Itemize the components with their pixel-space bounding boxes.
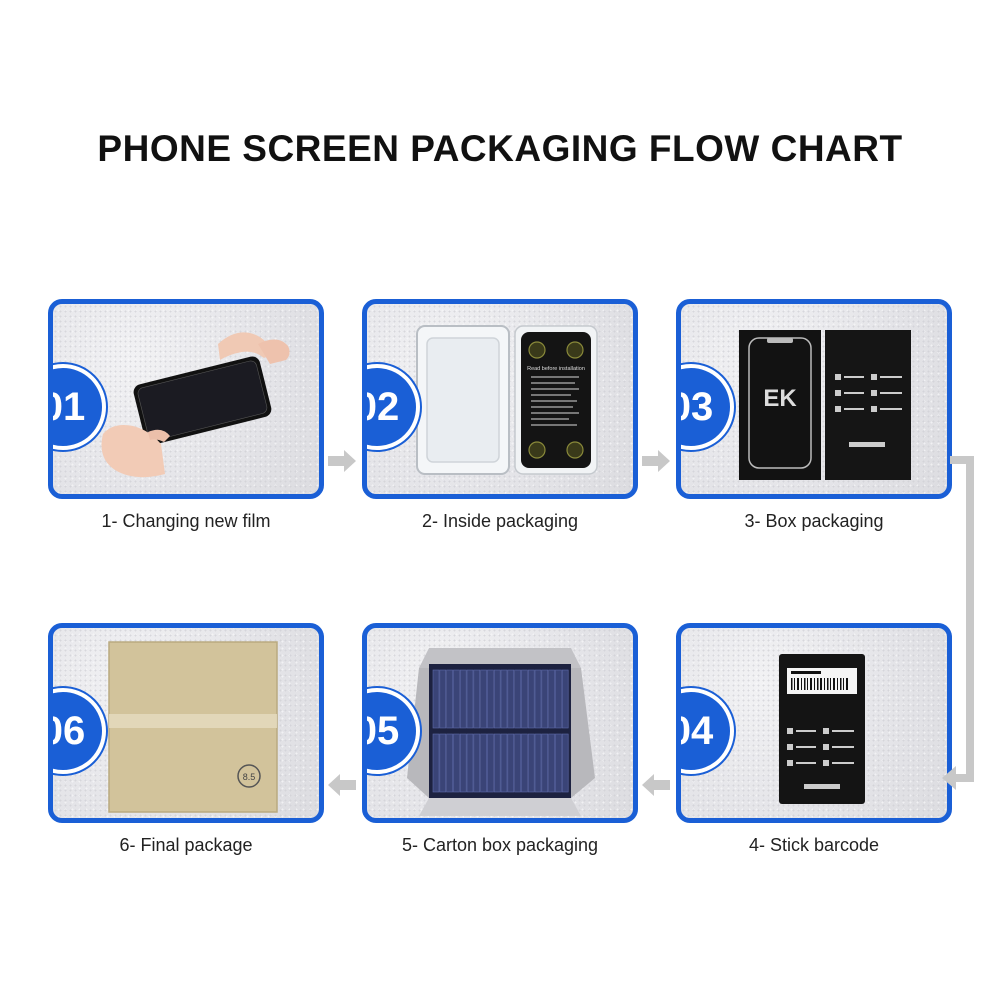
step-3: EK 03 3- Box packaging: [676, 299, 952, 532]
packed-box: [481, 734, 487, 792]
step-5-photo: 05: [362, 623, 638, 823]
packed-box: [508, 734, 514, 792]
packed-box: [501, 734, 507, 792]
packed-box: [474, 670, 480, 728]
packed-box: [521, 734, 527, 792]
step-label: 5- Carton box packaging: [362, 835, 638, 856]
brand-logo: EK: [763, 385, 797, 412]
packed-box: [447, 734, 453, 792]
step-3-photo: EK 03: [676, 299, 952, 499]
packed-box: [433, 734, 439, 792]
arrow-1-to-2: [326, 448, 358, 474]
step-2-photo: Read before installation 02: [362, 299, 638, 499]
step-6: 8.5 06 6- Final package: [48, 623, 324, 856]
packed-box: [542, 670, 548, 728]
packed-box: [460, 670, 466, 728]
step-label: 6- Final package: [48, 835, 324, 856]
packed-box: [501, 670, 507, 728]
packed-box: [528, 670, 534, 728]
box-code: 8.5: [243, 772, 256, 782]
packed-box: [467, 734, 473, 792]
step-6-photo: 8.5 06: [48, 623, 324, 823]
packed-box: [487, 670, 493, 728]
step-4: 04 4- Stick barcode: [676, 623, 952, 856]
packed-box: [474, 734, 480, 792]
packed-box: [447, 670, 453, 728]
packed-box: [481, 670, 487, 728]
packed-box: [487, 734, 493, 792]
step-2: Read before installation 02 2- Inside pa…: [362, 299, 638, 532]
packed-box: [542, 734, 548, 792]
packed-box: [467, 670, 473, 728]
step-label: 3- Box packaging: [676, 511, 952, 532]
packed-box: [521, 670, 527, 728]
step-label: 1- Changing new film: [48, 511, 324, 532]
arrow-5-to-6: [326, 772, 358, 798]
packed-box: [549, 670, 555, 728]
packed-box: [494, 734, 500, 792]
step-5: 05 5- Carton box packaging: [362, 623, 638, 856]
page-title: PHONE SCREEN PACKAGING FLOW CHART: [0, 128, 1000, 170]
card-heading: Read before installation: [527, 366, 585, 372]
packed-box: [460, 734, 466, 792]
arrow-4-to-5: [640, 772, 672, 798]
arrow-2-to-3: [640, 448, 672, 474]
step-label: 2- Inside packaging: [362, 511, 638, 532]
packed-box: [433, 670, 439, 728]
packed-box: [453, 734, 459, 792]
step-1: 01 1- Changing new film: [48, 299, 324, 532]
packed-box: [562, 734, 568, 792]
packed-box: [515, 670, 521, 728]
step-4-photo: 04: [676, 623, 952, 823]
packed-box: [555, 670, 561, 728]
packed-box: [535, 670, 541, 728]
packed-box: [515, 734, 521, 792]
packed-box: [549, 734, 555, 792]
step-1-photo: 01: [48, 299, 324, 499]
packed-box: [562, 670, 568, 728]
packed-box: [535, 734, 541, 792]
packed-box: [555, 734, 561, 792]
packed-box: [440, 670, 446, 728]
packed-box: [494, 670, 500, 728]
packed-box: [440, 734, 446, 792]
arrow-3-to-4: [940, 452, 980, 802]
step-label: 4- Stick barcode: [676, 835, 952, 856]
packed-box: [508, 670, 514, 728]
packed-box: [528, 734, 534, 792]
packed-box: [453, 670, 459, 728]
